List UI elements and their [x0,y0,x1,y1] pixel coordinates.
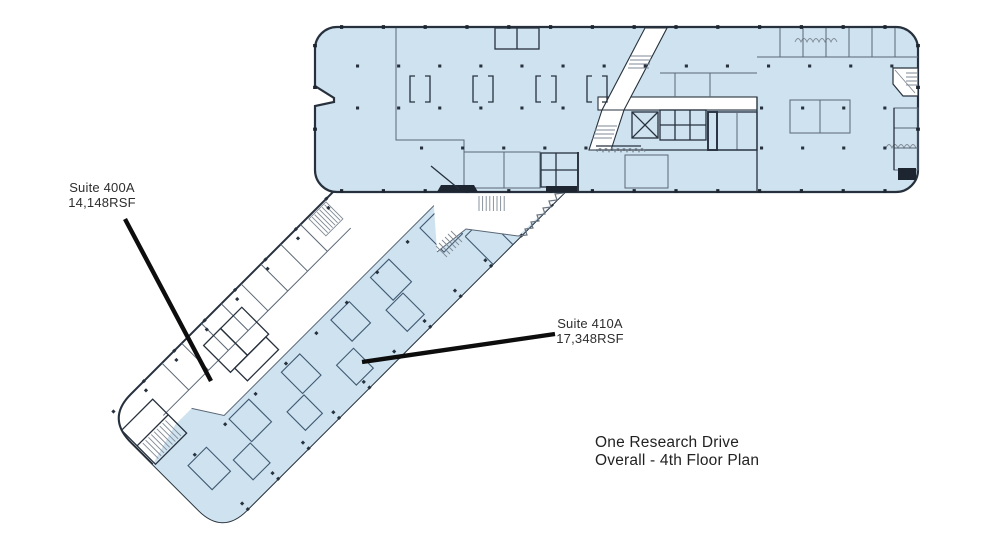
suite-410a-name: Suite 410A [557,316,623,331]
suite-410a-area: 17,348RSF [556,331,624,346]
top-wing [313,25,920,194]
suite-410a-region [152,191,565,523]
core-corridors [588,27,758,151]
right-edge-stair [892,67,919,97]
suite-400a-area: 14,148RSF [68,195,136,210]
leader-line-suite-410a [361,331,556,365]
mid-room-cluster [540,152,669,192]
leader-line-suite-400a [123,217,213,383]
junction-terrace [433,192,565,258]
suite-400a-label: Suite 400A 14,148RSF [57,180,147,210]
plan-title-line2: Overall - 4th Floor Plan [595,452,760,469]
diagonal-wing [110,176,568,531]
top-rooms [494,27,540,50]
suite-400a-name: Suite 400A [69,180,135,195]
canopies [596,38,917,154]
wing-junction-stair [308,201,344,237]
right-rooms [757,28,919,180]
plan-title: One Research Drive Overall - 4th Floor P… [595,434,815,470]
building-core [596,72,758,192]
wing-end-stair [120,398,188,466]
plan-title-line1: One Research Drive [595,434,740,451]
column-enclosures [409,75,608,103]
suite-410a-label: Suite 410A 17,348RSF [552,316,628,346]
suite-400a-core-rooms [202,306,280,382]
